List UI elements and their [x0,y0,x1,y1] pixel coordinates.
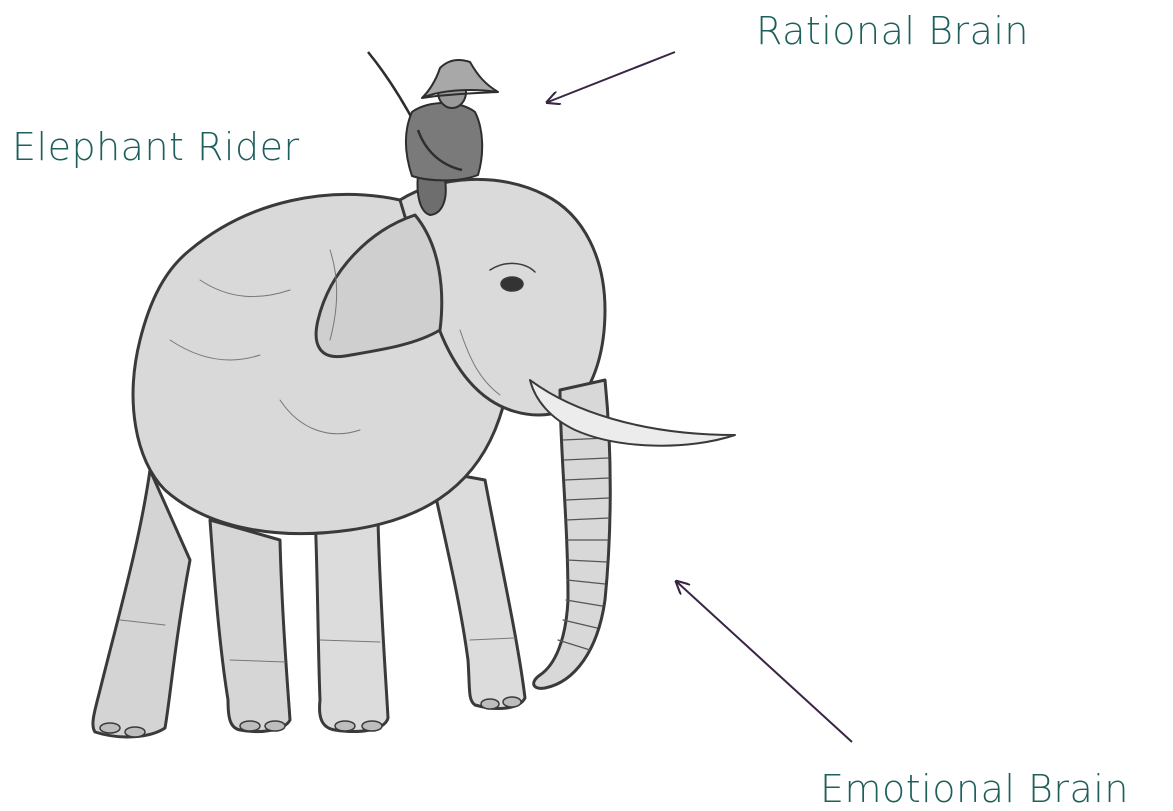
rational-brain-arrow [548,52,675,102]
emotional-brain-arrow [677,582,852,742]
elephant-icon [93,179,735,737]
